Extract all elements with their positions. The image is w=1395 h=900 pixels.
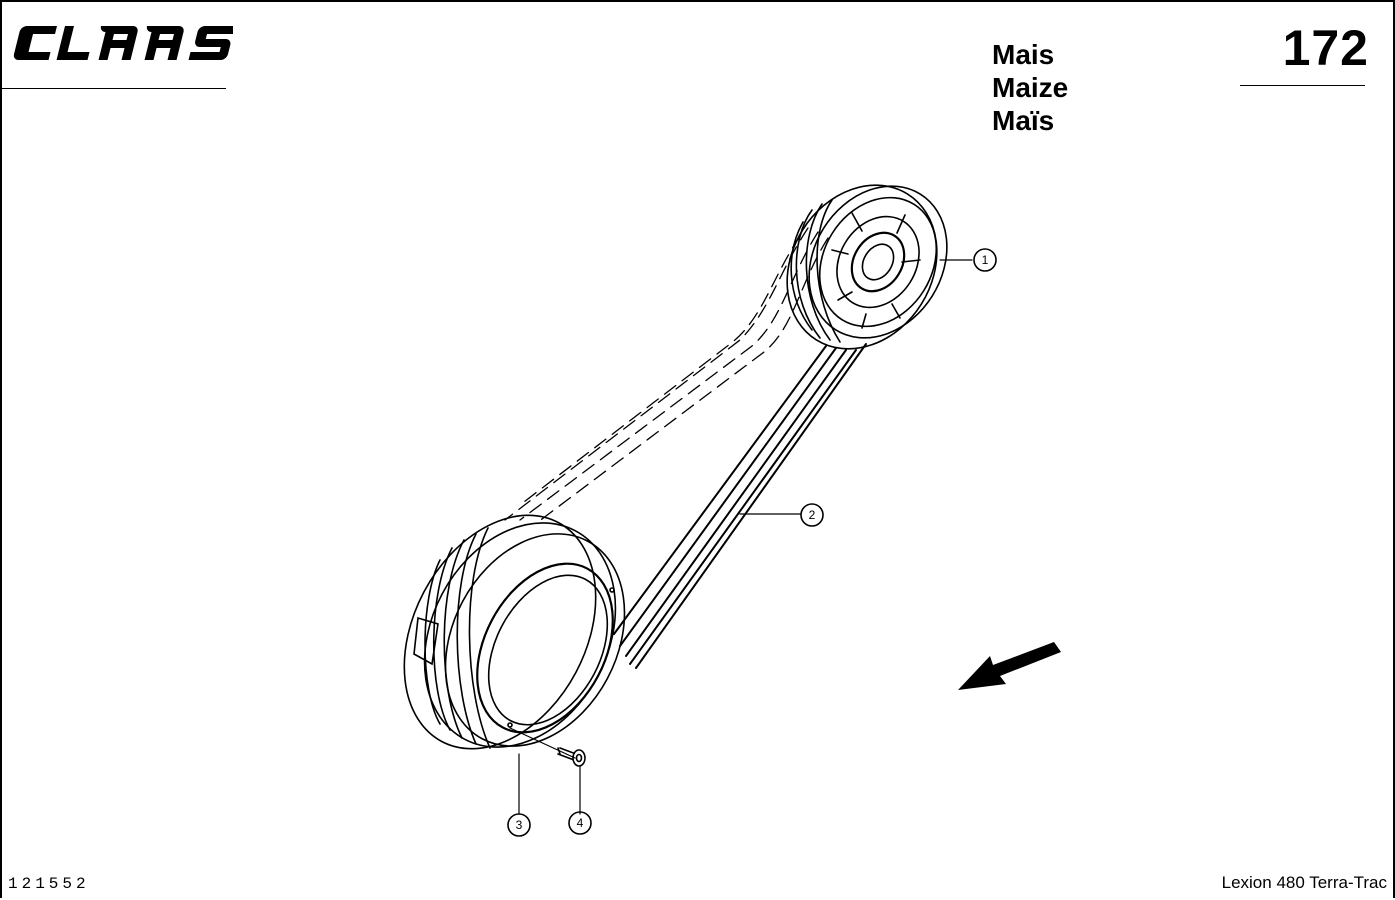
machine-model: Lexion 480 Terra-Trac (1221, 873, 1387, 892)
header-rule-left (0, 88, 226, 89)
drive-belt (613, 343, 867, 669)
header-rule-right (1240, 85, 1365, 86)
callout-1: 1 (982, 253, 989, 267)
bolt (557, 747, 586, 767)
callout-3-circle (507, 813, 531, 837)
page-number: 172 (1282, 20, 1369, 76)
title-english: Maize (992, 72, 1069, 103)
claas-logo (13, 26, 233, 60)
callout-4: 4 (577, 816, 584, 830)
callout-4-circle (568, 811, 592, 835)
lower-pulley (403, 514, 626, 750)
callout-2-circle (800, 503, 824, 527)
belt-hidden-lines (504, 227, 829, 523)
callout-3: 3 (516, 818, 523, 832)
title-french: Maïs (992, 105, 1055, 136)
arrow-down-left-icon (958, 642, 1061, 690)
callout-leaders (509, 259, 973, 815)
drawing-number: 121552 (8, 875, 90, 893)
section-titles: Mais Maize Maïs (992, 38, 1068, 137)
callout-2: 2 (809, 508, 816, 522)
upper-pulley (786, 184, 948, 350)
callout-1-circle (973, 248, 997, 272)
title-german: Mais (992, 39, 1055, 70)
